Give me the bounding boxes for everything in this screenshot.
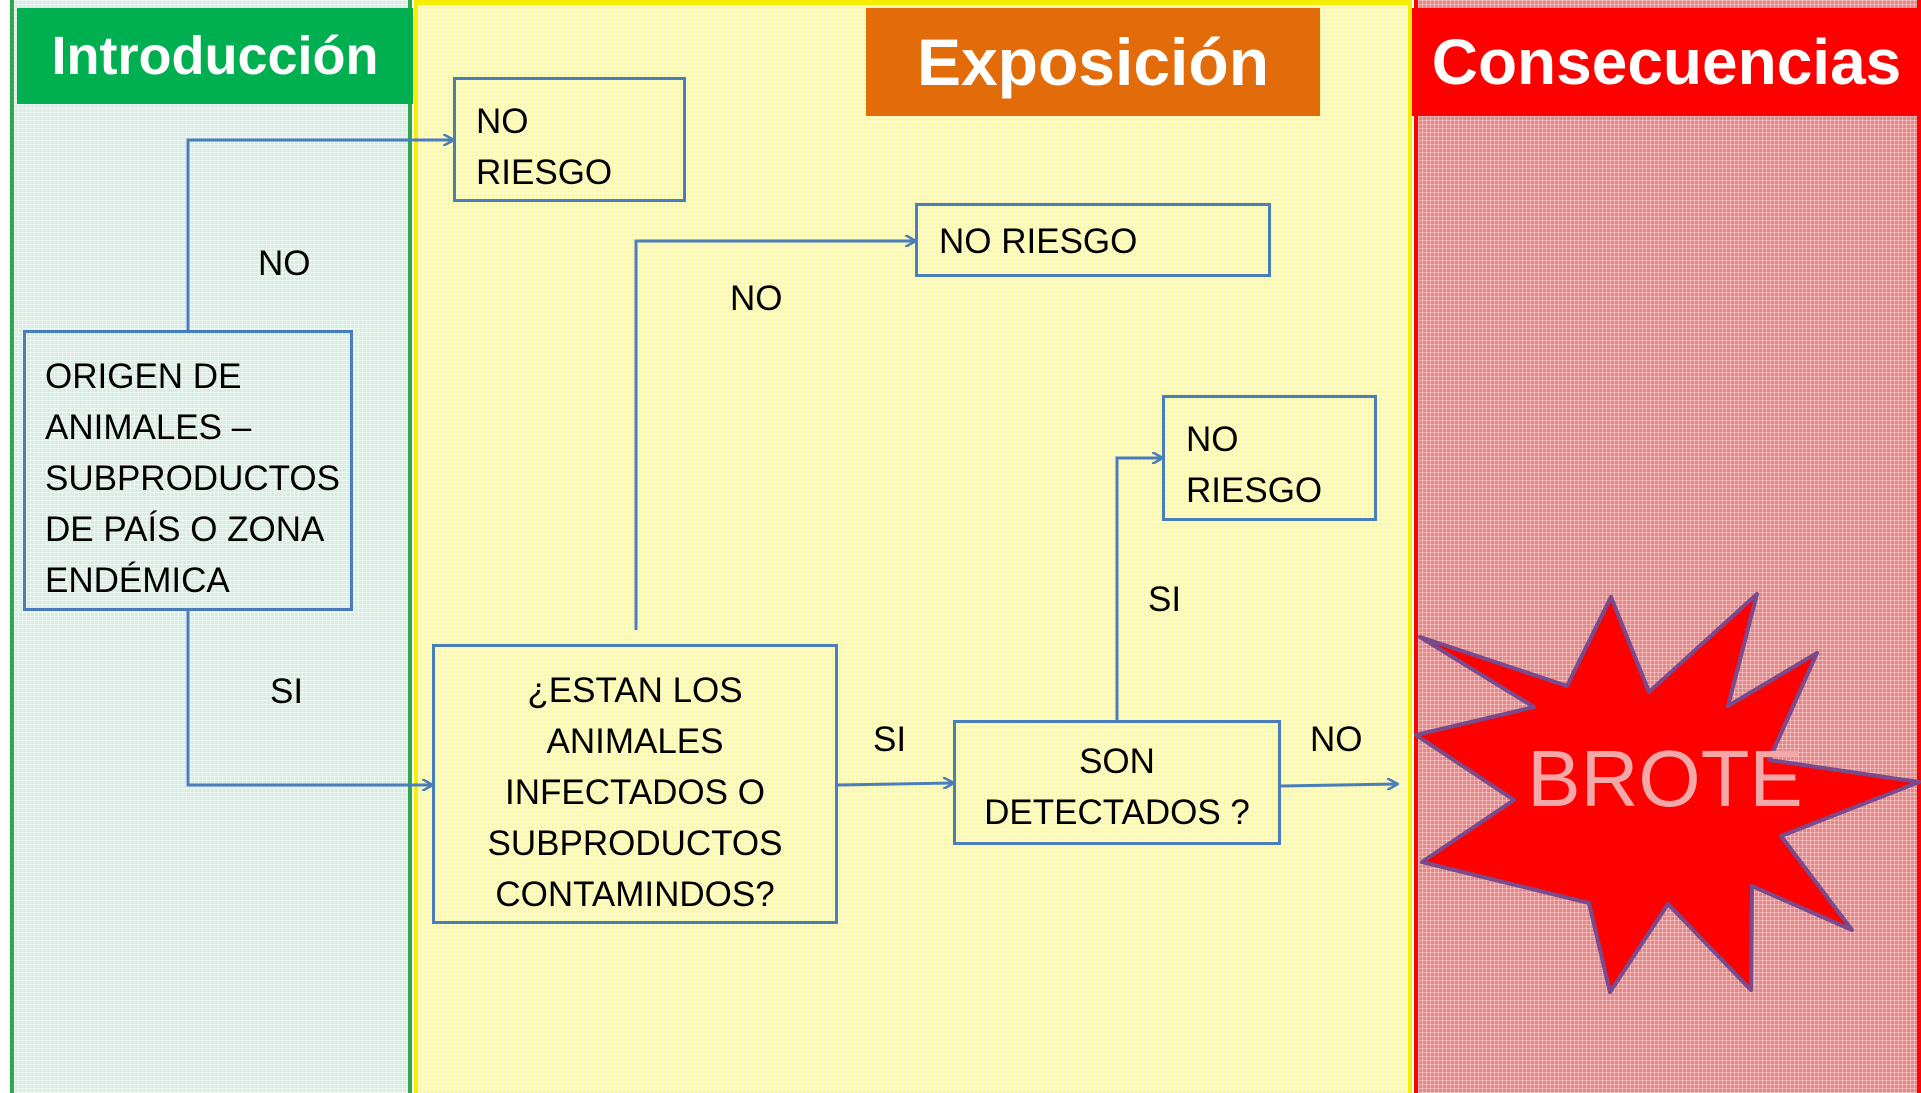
label-si-origen: SI [270, 672, 304, 711]
estan-line-5: CONTAMINDOS? [495, 875, 775, 914]
no-riesgo-2-line-1: NO RIESGO [939, 222, 1138, 261]
consecuencias-header: Consecuencias [1412, 8, 1921, 116]
label-no-detectados: NO [1310, 720, 1363, 759]
no-riesgo-3-line-1: NO [1186, 420, 1239, 459]
label-si-estan: SI [873, 720, 907, 759]
label-no-estan: NO [730, 279, 783, 318]
estan-line-3: INFECTADOS O [505, 773, 765, 812]
no-riesgo-1-line-2: RIESGO [476, 153, 613, 192]
origen-line-3: SUBPRODUCTOS [45, 459, 340, 498]
arrow-estan-no [634, 241, 915, 630]
label-no-origen: NO [258, 244, 311, 283]
exposicion-header: Exposición [866, 8, 1320, 116]
estan-line-4: SUBPRODUCTOS [487, 824, 783, 863]
brote-burst-icon [1414, 592, 1921, 994]
origen-line-5: ENDÉMICA [45, 561, 230, 600]
son-detectados-box: SON DETECTADOS ? [953, 720, 1281, 845]
arrow-estan-si [837, 783, 953, 785]
no-riesgo-box-3: NO RIESGO [1162, 395, 1377, 521]
estan-line-2: ANIMALES [546, 722, 724, 761]
origen-line-4: DE PAÍS O ZONA [45, 510, 325, 549]
no-riesgo-box-2: NO RIESGO [915, 203, 1271, 277]
detectados-line-2: DETECTADOS ? [984, 793, 1250, 832]
detectados-line-1: SON [1079, 742, 1155, 781]
no-riesgo-1-line-1: NO [476, 102, 529, 141]
no-riesgo-box-1: NO RIESGO [453, 77, 686, 202]
exposicion-panel [414, 0, 1412, 1093]
estan-line-1: ¿ESTAN LOS [527, 671, 743, 710]
label-si-detectados: SI [1148, 580, 1182, 619]
arrow-origen-no [186, 140, 453, 330]
origen-line-1: ORIGEN DE [45, 357, 242, 396]
no-riesgo-3-line-2: RIESGO [1186, 471, 1323, 510]
introduccion-header: Introducción [17, 8, 413, 104]
brote-label: BROTE [1527, 734, 1803, 823]
origen-line-2: ANIMALES – [45, 408, 252, 447]
arrow-detectados-si [1115, 458, 1162, 720]
origen-box: ORIGEN DE ANIMALES – SUBPRODUCTOS DE PAÍ… [23, 330, 353, 611]
estan-infectados-box: ¿ESTAN LOS ANIMALES INFECTADOS O SUBPROD… [432, 644, 838, 924]
introduccion-panel [10, 0, 412, 1093]
arrow-origen-si [186, 611, 432, 785]
arrow-detectados-no [1280, 784, 1397, 786]
